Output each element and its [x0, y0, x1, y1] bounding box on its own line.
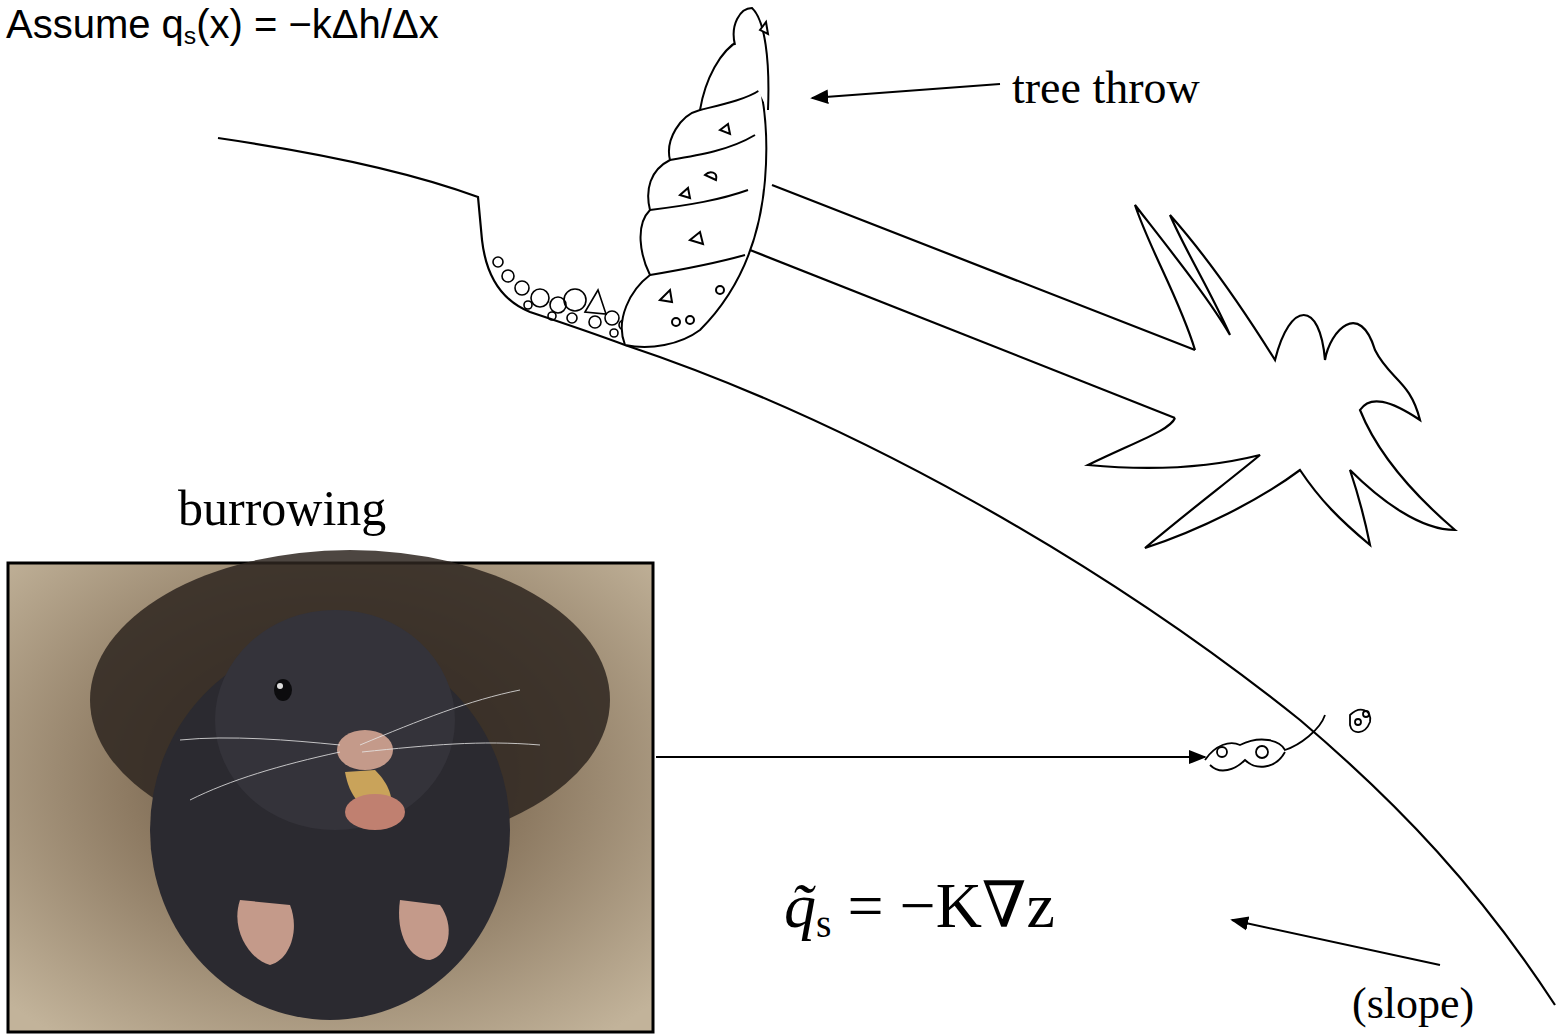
leader-arrows	[656, 84, 1440, 965]
label-text: (x) = −kΔh/Δx	[196, 2, 438, 46]
gopher-mound	[1205, 710, 1370, 771]
tree-root-plate	[622, 8, 769, 347]
root-rubble	[493, 257, 629, 337]
label-text: (slope)	[1352, 979, 1474, 1028]
label-text: q̃	[784, 870, 816, 941]
label-text: Assume q	[6, 2, 184, 46]
label-text: = −K∇z	[831, 870, 1055, 941]
slope-note: (slope)	[1352, 978, 1474, 1031]
assumption-note: Assume qs(x) = −kΔh/Δx	[6, 0, 439, 51]
gopher-photo	[8, 550, 653, 1032]
process-label: tree throw	[1012, 60, 1200, 115]
process-label: burrowing	[178, 478, 386, 538]
subscript: s	[184, 22, 196, 49]
label-text: burrowing	[178, 480, 386, 536]
subscript: s	[816, 902, 831, 946]
label-text: tree throw	[1012, 62, 1200, 113]
flux-equation: q̃s = −K∇z	[784, 868, 1055, 949]
fallen-tree	[750, 185, 1455, 548]
